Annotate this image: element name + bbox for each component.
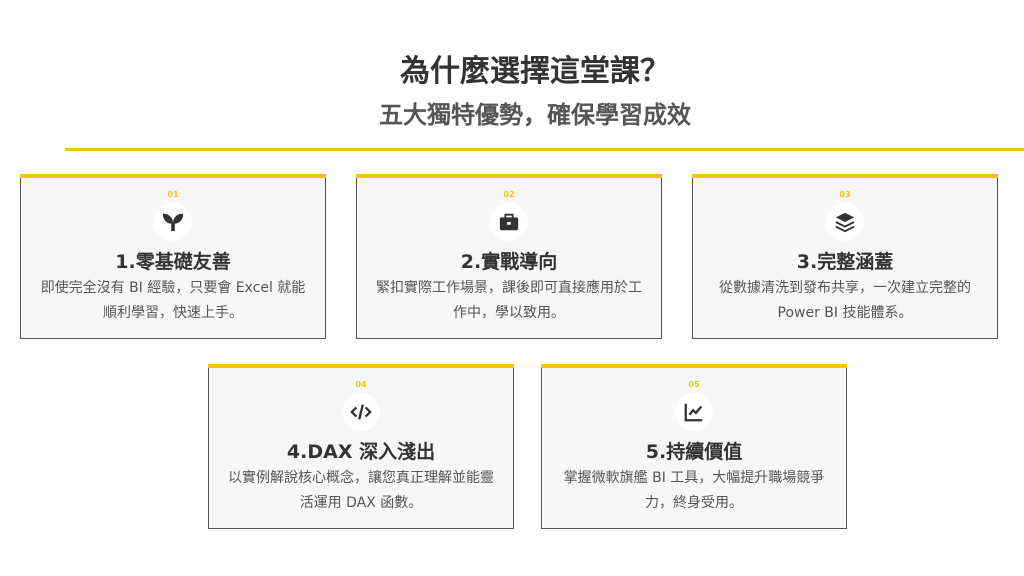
card-description: 從數據清洗到發布共享，一次建立完整的 Power BI 技能體系。: [719, 280, 971, 321]
card-title: 2.實戰導向: [460, 251, 558, 273]
card-number: 01: [167, 190, 179, 199]
card-description: 掌握微軟旗艦 BI 工具，大幅提升職場競爭力，終身受用。: [563, 470, 825, 511]
card-description: 即使完全沒有 BI 經驗，只要會 Excel 就能順利學習，快速上手。: [40, 280, 306, 321]
card-number: 04: [355, 380, 367, 389]
card-title: 4.DAX 深入淺出: [286, 441, 436, 463]
card-title: 3.完整涵蓋: [796, 251, 894, 273]
feature-card-1: 01 1.零基礎友善 即使完全沒有 BI 經驗，只要會 Excel 就能順利學習…: [20, 174, 326, 339]
card-description: 以實例解說核心概念，讓您真正理解並能靈活運用 DAX 函數。: [228, 470, 494, 511]
feature-card-3: 03 3.完整涵蓋 從數據清洗到發布共享，一次建立完整的 Power BI 技能…: [692, 174, 998, 339]
card-number: 02: [503, 190, 515, 199]
code-icon: [342, 393, 380, 431]
feature-card-5: 05 5.持續價值 掌握微軟旗艦 BI 工具，大幅提升職場競爭力，終身受用。: [541, 364, 847, 529]
feature-card-4: 04 4.DAX 深入淺出 以實例解說核心概念，讓您真正理解並能靈活運用 DAX…: [208, 364, 514, 529]
card-description: 緊扣實際工作場景，課後即可直接應用於工作中，學以致用。: [376, 280, 642, 321]
card-number: 03: [839, 190, 851, 199]
card-title: 5.持續價值: [645, 441, 743, 463]
page-subtitle: 五大獨特優勢，確保學習成效: [379, 101, 691, 129]
layers-icon: [826, 203, 864, 241]
divider: [65, 148, 1024, 151]
feature-card-2: 02 2.實戰導向 緊扣實際工作場景，課後即可直接應用於工作中，學以致用。: [356, 174, 662, 339]
card-number: 05: [688, 380, 700, 389]
sprout-icon: [154, 203, 192, 241]
briefcase-icon: [490, 203, 528, 241]
page-title: 為什麼選擇這堂課？: [400, 54, 670, 89]
line-chart-icon: [675, 393, 713, 431]
card-title: 1.零基礎友善: [115, 251, 231, 273]
